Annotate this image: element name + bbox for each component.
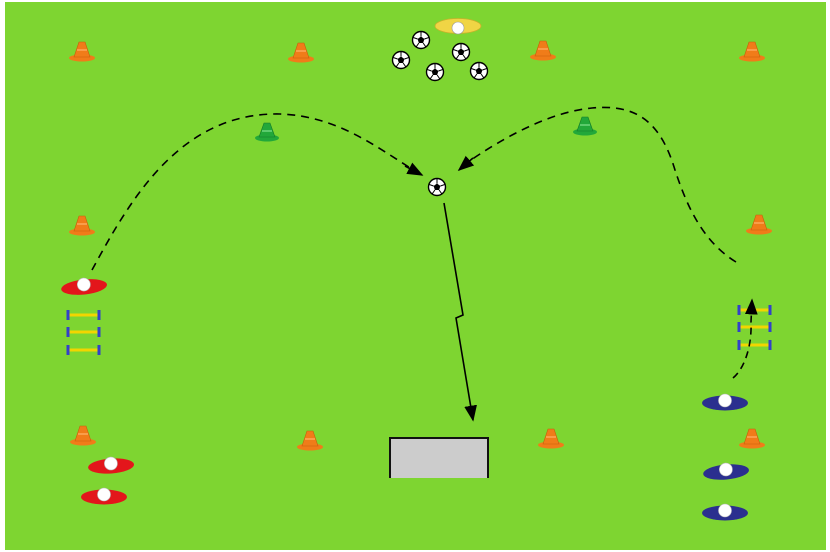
training-cone-icon [739,41,765,62]
red-player-icon [88,456,135,474]
soccer-ball-icon [411,30,431,50]
soccer-ball-icon [391,50,411,70]
mini-hurdle-icon [66,327,101,337]
mini-hurdle-icon [737,322,772,332]
mini-hurdle-icon [737,340,772,350]
soccer-ball-icon [469,61,489,81]
soccer-ball-icon [427,177,447,197]
soccer-ball-icon [425,62,445,82]
training-cone-icon [746,214,772,235]
soccer-ball-icon [451,42,471,62]
player-group [61,277,750,521]
training-cone-icon [288,42,314,63]
goal-icon [389,437,489,478]
ball-group [391,30,489,197]
marker-cone-icon [255,122,279,142]
run-path-return [732,298,758,379]
training-cone-icon [739,428,765,449]
marker-cone-icon [573,116,597,136]
marker-cone-group [255,116,597,142]
red-player-icon [81,487,127,505]
training-cone-icon [70,425,96,446]
run-path-left [91,113,421,271]
run-path-right [467,106,737,263]
shot-path [443,202,477,422]
blue-player-icon [702,503,748,521]
mini-hurdle-icon [66,345,101,355]
mini-hurdle-icon [66,310,101,320]
training-cone-icon [538,428,564,449]
training-cone-icon [69,41,95,62]
training-cone-icon [69,215,95,236]
cone-group [69,40,772,451]
run-path-right-arrow [457,155,475,172]
blue-player-icon [703,462,750,480]
run-path-left-arrow [404,162,424,176]
training-cone-icon [297,430,323,451]
training-cone-icon [530,40,556,61]
coach-player-icon [434,18,482,35]
blue-player-icon [702,393,748,411]
red-player-icon [61,277,107,295]
